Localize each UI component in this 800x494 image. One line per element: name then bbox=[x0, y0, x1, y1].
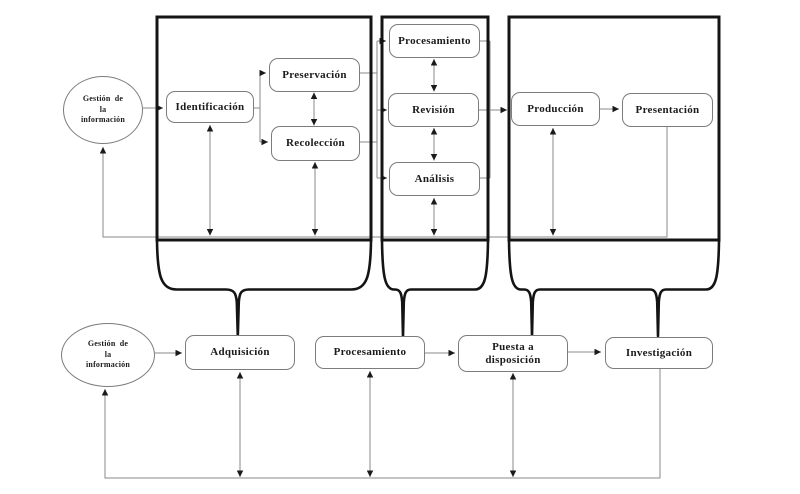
node-investigacion: Investigación bbox=[605, 337, 713, 369]
group-frames bbox=[155, 15, 721, 242]
node-analisis: Análisis bbox=[389, 162, 480, 196]
node-label: Recolección bbox=[286, 137, 345, 150]
node-label: Investigación bbox=[625, 346, 693, 359]
node-label: Gestión de la información bbox=[86, 339, 130, 370]
collector-left-group2 bbox=[360, 41, 378, 178]
frame-group-1 bbox=[155, 15, 373, 242]
node-label: Gestión de la información bbox=[81, 94, 125, 125]
node-label: Preservación bbox=[282, 68, 347, 81]
node-label: Identificación bbox=[175, 100, 245, 113]
brace-group-3 bbox=[507, 239, 721, 338]
brace-group-2 bbox=[380, 239, 490, 338]
frame-group-3 bbox=[507, 15, 721, 242]
node-procesamiento-inferior: Procesamiento bbox=[315, 336, 425, 369]
bottom-feedback-line bbox=[101, 369, 661, 479]
node-puesta-a-disposicion: Puesta a disposición bbox=[458, 335, 568, 372]
node-label: Puesta a disposición bbox=[485, 340, 541, 366]
node-label: Procesamiento bbox=[398, 34, 471, 47]
frame-group-2 bbox=[380, 15, 490, 242]
node-label: Análisis bbox=[414, 172, 455, 185]
node-gestion-informacion-bottom: Gestión de la información bbox=[61, 323, 155, 387]
node-procesamiento-superior: Procesamiento bbox=[389, 24, 480, 58]
node-revision: Revisión bbox=[388, 93, 479, 127]
node-label: Presentación bbox=[635, 103, 700, 116]
node-gestion-informacion-top: Gestión de la información bbox=[63, 76, 143, 144]
node-label: Producción bbox=[527, 102, 584, 115]
node-identificacion: Identificación bbox=[166, 91, 254, 123]
split-identificacion bbox=[253, 73, 261, 142]
node-label: Procesamiento bbox=[333, 346, 407, 359]
brace-group-1 bbox=[155, 239, 373, 338]
top-feedback-line bbox=[99, 127, 668, 238]
node-preservacion: Preservación bbox=[269, 58, 360, 92]
node-adquisicion: Adquisición bbox=[185, 335, 295, 370]
node-label: Revisión bbox=[412, 103, 455, 116]
node-label: Adquisición bbox=[210, 346, 270, 359]
group-braces bbox=[155, 239, 721, 338]
node-produccion: Producción bbox=[511, 92, 600, 126]
node-presentacion: Presentación bbox=[622, 93, 713, 127]
node-recoleccion: Recolección bbox=[271, 126, 360, 161]
